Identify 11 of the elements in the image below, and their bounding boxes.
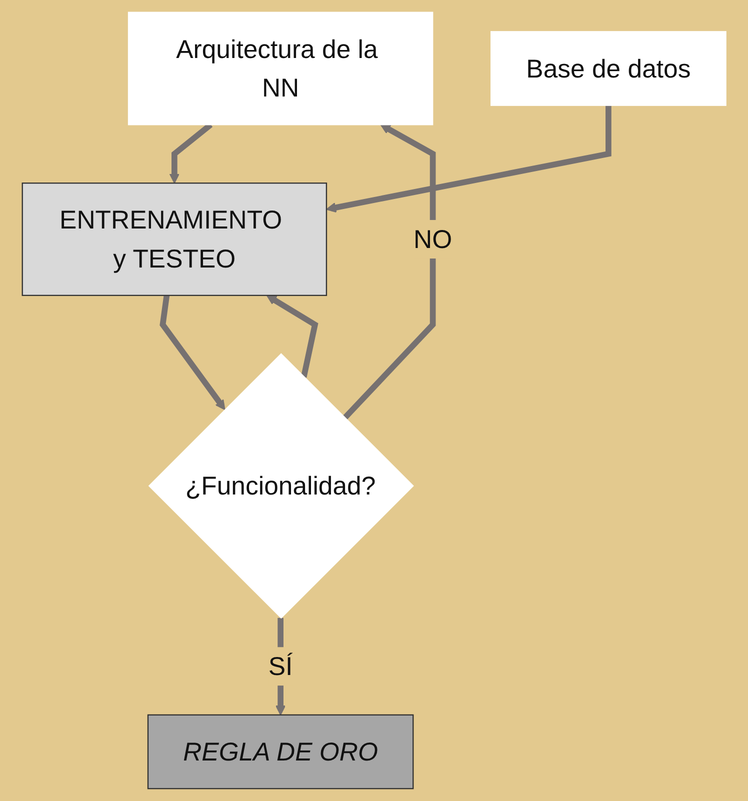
- arrow: [342, 124, 436, 420]
- arrow: [266, 294, 318, 378]
- node-box: REGLA DE ORO: [147, 714, 414, 790]
- arrow: [160, 295, 226, 410]
- edge-label: NO: [413, 224, 452, 254]
- arrow: [326, 105, 612, 213]
- node-box: Arquitectura de la NN: [128, 12, 434, 126]
- node-diamond: ¿Funcionalidad?: [148, 353, 414, 619]
- node-box: Base de datos: [490, 31, 726, 106]
- edge-label: SÍ: [268, 652, 293, 682]
- node-box: ENTRENAMIENTO y TESTEO: [22, 182, 327, 296]
